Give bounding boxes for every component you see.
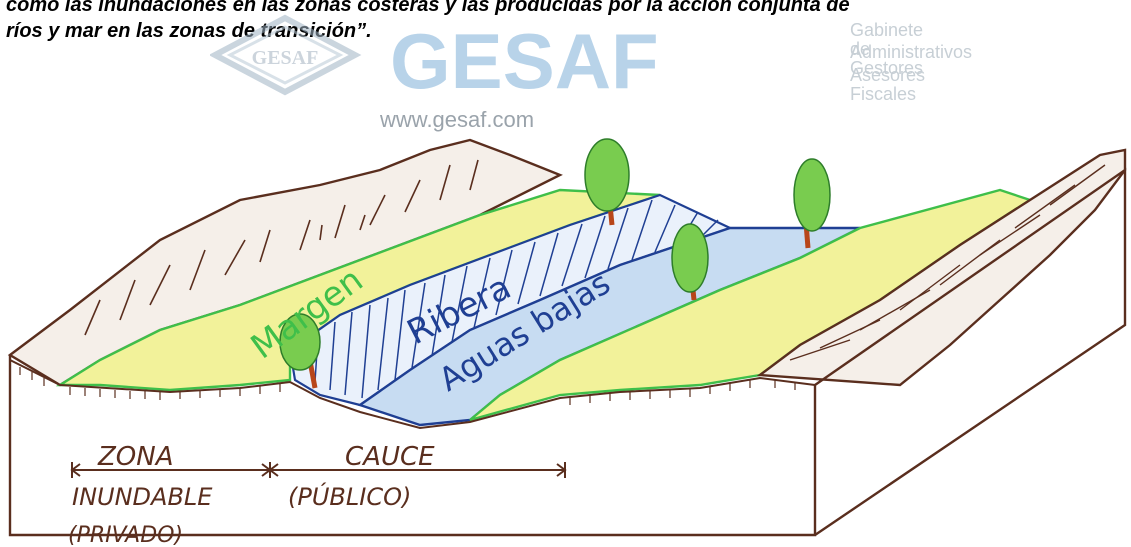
soil-ticks [19,367,796,405]
tree-crown [793,158,831,232]
tree-crown [584,138,630,212]
label-publico: (PÚBLICO) [288,481,411,511]
logo-small-text: GESAF [252,47,319,69]
logo-diamond-inner [226,25,344,85]
label-cauce: CAUCE [345,442,435,472]
watermark-sub-3: Asesores Fiscales [850,65,926,104]
gesaf-logo: GESAF GESAF [210,14,659,105]
watermark-sub-2: Administrativos [850,42,973,62]
gesaf-watermark: GESAF GESAF Gabinete de Gestores Adminis… [210,10,972,130]
soil-profile-line [9,359,816,430]
tree-left [279,313,321,389]
intro-text: como las inundaciones en las zonas coste… [6,0,1126,44]
logo-big-text: GESAF [390,17,659,105]
label-zona: ZONA [97,442,174,472]
left-mountain-hatching [84,159,479,336]
watermark-sub-1: Gabinete de Gestores [850,20,924,78]
intro-line-2: ríos y mar en las zonas de transición”. [6,20,372,42]
tree-crown [279,313,321,371]
logo-diamond-outer [210,14,362,96]
watermark-url: www.gesaf.com [380,107,535,132]
tree-right [793,158,831,249]
tree-top-center [584,138,630,226]
intro-line-1: como las inundaciones en las zonas coste… [6,0,850,16]
right-mountain-hatching [789,164,1106,361]
right-mountain [756,148,1127,387]
tree-center [671,223,709,301]
tree-crown [671,223,709,293]
label-inundable: INUNDABLE [72,483,213,511]
block-outline [8,167,1127,537]
label-privado: (PRIVADO) [68,523,183,547]
zone-arrows [70,462,567,478]
